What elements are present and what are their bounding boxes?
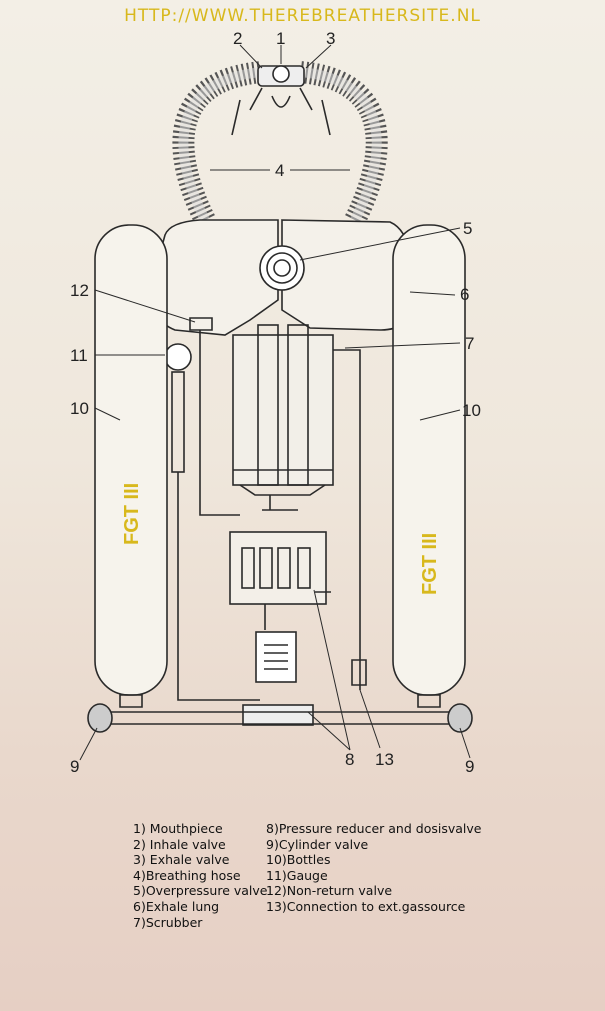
callout-5: 5 bbox=[463, 219, 472, 238]
callout-10-left: 10 bbox=[70, 399, 89, 418]
callout-2: 2 bbox=[233, 29, 242, 48]
breathing-hose bbox=[172, 61, 388, 225]
callout-1: 1 bbox=[276, 29, 285, 48]
rebreather-diagram: 2 1 3 4 5 6 7 8 9 9 10 10 11 12 13 FGT I… bbox=[70, 29, 481, 776]
callout-10-right: 10 bbox=[462, 401, 481, 420]
bottle-label-right: FGT III bbox=[419, 533, 441, 595]
legend-item: 2) Inhale valve bbox=[133, 836, 226, 852]
legend-left-column: 1) Mouthpiece 2) Inhale valve 3) Exhale … bbox=[133, 821, 267, 930]
legend-item: 13)Connection to ext.gassource bbox=[266, 898, 466, 914]
legend-item: 7)Scrubber bbox=[133, 914, 203, 930]
website-url-watermark: HTTP://WWW.THEREBREATHERSITE.NL bbox=[124, 6, 481, 26]
legend-item: 9)Cylinder valve bbox=[266, 836, 369, 852]
pressure-reducer bbox=[229, 531, 331, 726]
callout-6: 6 bbox=[460, 285, 469, 304]
legend-item: 3) Exhale valve bbox=[133, 852, 230, 868]
callout-4: 4 bbox=[275, 161, 284, 180]
legend-item: 10)Bottles bbox=[266, 852, 331, 868]
cylinder-valve bbox=[87, 703, 473, 733]
bottle-right bbox=[392, 224, 466, 696]
callout-8: 8 bbox=[345, 750, 354, 769]
legend-item: 12)Non-return valve bbox=[266, 883, 393, 899]
callout-9-right: 9 bbox=[465, 757, 474, 776]
manifold-pipe bbox=[100, 711, 462, 725]
gauge bbox=[164, 343, 260, 701]
ext-gas-connection bbox=[333, 349, 367, 690]
non-return-valve bbox=[189, 317, 240, 516]
legend-item: 1) Mouthpiece bbox=[133, 821, 223, 836]
mouthpiece bbox=[231, 65, 331, 136]
bottle-label-left: FGT III bbox=[121, 483, 143, 545]
callout-11: 11 bbox=[70, 346, 88, 365]
legend-item: 8)Pressure reducer and dosisvalve bbox=[266, 821, 482, 836]
scrubber bbox=[232, 324, 334, 511]
legend-item: 11)Gauge bbox=[266, 867, 328, 883]
callout-12: 12 bbox=[70, 281, 89, 300]
overpressure-valve bbox=[259, 245, 305, 291]
bottle-left bbox=[94, 224, 168, 696]
callout-7: 7 bbox=[465, 334, 474, 353]
callout-13: 13 bbox=[375, 750, 394, 769]
legend-right-column: 8)Pressure reducer and dosisvalve 9)Cyli… bbox=[266, 821, 481, 915]
legend-item: 6)Exhale lung bbox=[133, 898, 220, 914]
inhale-lung bbox=[149, 219, 279, 336]
legend-item: 5)Overpressure valve bbox=[133, 883, 268, 899]
callout-3: 3 bbox=[326, 29, 335, 48]
legend-item: 4)Breathing hose bbox=[133, 867, 241, 883]
callout-9-left: 9 bbox=[70, 757, 79, 776]
